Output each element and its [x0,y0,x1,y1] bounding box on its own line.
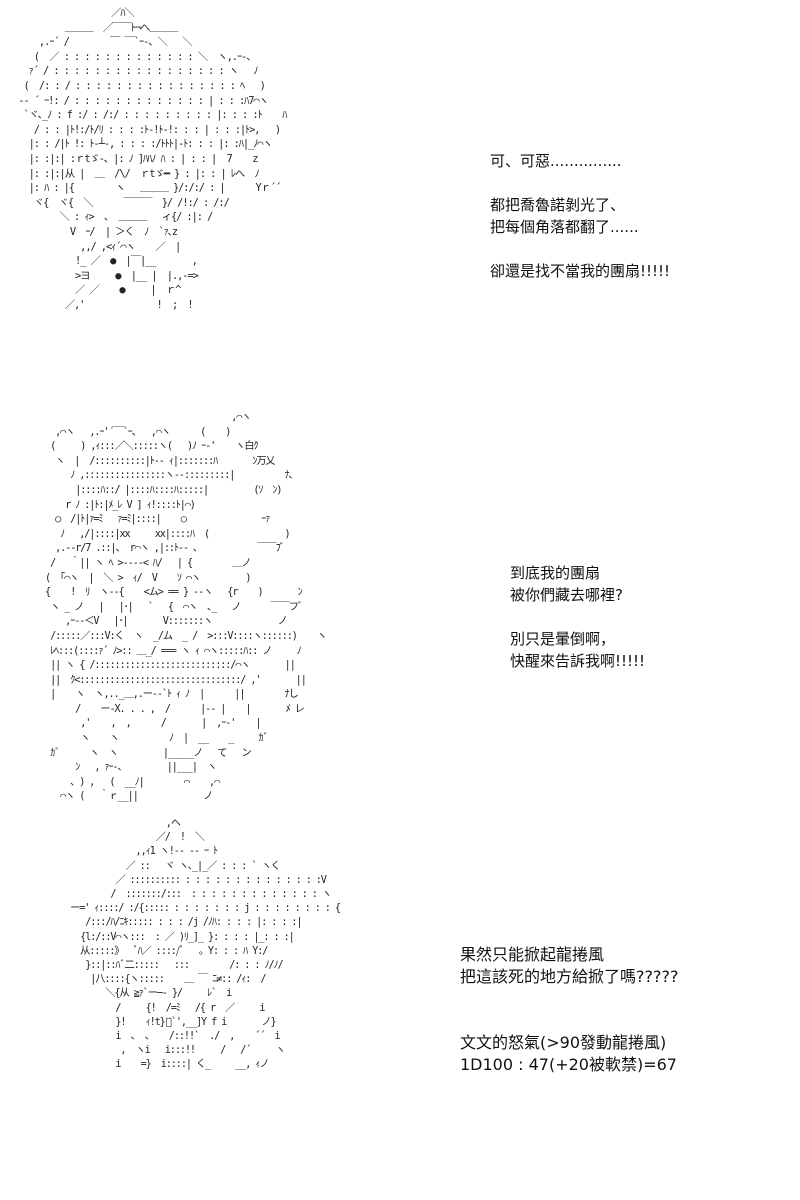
speech-line: 都把喬魯諾剝光了、 [490,196,626,214]
speech-gap [460,988,678,1010]
speech-line: 到底我的團扇 [510,564,601,582]
ascii-art-character-3: ,ヘ ／/ ! ＼ ,,ｨ1 ヽ!-- -- ｰ ﾄ ／ :: ヾ ヽ､_|_／… [70,818,341,1071]
speech-line: 被你們藏去哪裡? [510,586,623,604]
speech-line: 把每個角落都翻了...... [490,218,639,236]
panel-2: ,⌒ヽ ,⌒ヽ ,.ｰ'´￣`ｰ、 ,⌒ヽ ( ) ( ) ,ｨ:::／＼:::… [0,405,800,815]
speech-line: 快醒來告訴我啊!!!!! [510,652,646,670]
panel-1: ／ﾊ＼ ＿＿＿ ／￣￣ﾄ¬へ＿＿＿ ,.ｰ´ / ￣ ￣`ｰ-、＼ ＼ ( ／ … [0,0,800,405]
speech-line: 別只是暈倒啊， [510,630,616,648]
speech-gap [490,238,670,260]
speech-line: 把這該死的地方給掀了嗎????? [460,967,679,986]
speech-block-2: 到底我的團扇 被你們藏去哪裡? 別只是暈倒啊， 快醒來告訴我啊!!!!! [510,562,645,672]
speech-line: 卻還是找不當我的團扇!!!!! [490,262,671,280]
speech-line: 1D100 : 47(+20被軟禁)=67 [460,1055,677,1074]
speech-gap [460,1010,678,1032]
speech-block-1: 可、可惡............... 都把喬魯諾剝光了、 把每個角落都翻了..… [490,150,670,282]
panel-3: ,ヘ ／/ ! ＼ ,,ｨ1 ヽ!-- -- ｰ ﾄ ／ :: ヾ ヽ､_|_／… [0,815,800,1200]
ascii-art-character-1: ／ﾊ＼ ＿＿＿ ／￣￣ﾄ¬へ＿＿＿ ,.ｰ´ / ￣ ￣`ｰ-、＼ ＼ ( ／ … [18,7,287,311]
speech-gap [490,172,670,194]
speech-line: 可、可惡............... [490,152,622,170]
speech-line: 文文的怒氣(>90發動龍捲風) [460,1033,667,1052]
ascii-art-character-2: ,⌒ヽ ,⌒ヽ ,.ｰ'´￣`ｰ、 ,⌒ヽ ( ) ( ) ,ｨ:::／＼:::… [45,412,327,803]
speech-block-3: 果然只能掀起龍捲風 把這該死的地方給掀了嗎????? 文文的怒氣(>90發動龍捲… [460,944,678,1076]
speech-gap [510,606,645,628]
speech-line: 果然只能掀起龍捲風 [460,945,605,964]
